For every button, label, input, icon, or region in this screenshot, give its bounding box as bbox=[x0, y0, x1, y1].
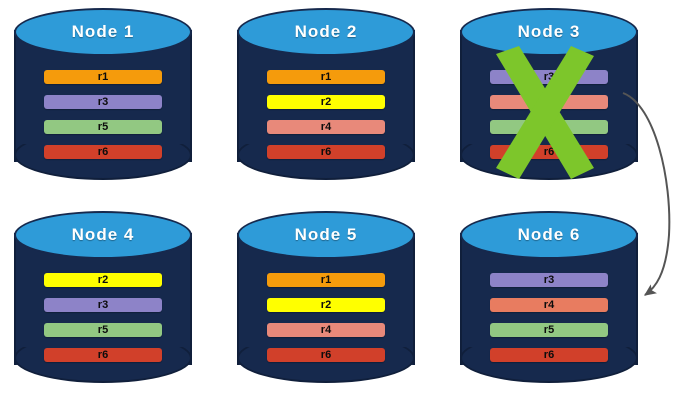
replica-label: r3 bbox=[543, 273, 555, 286]
node-cylinder-1[interactable]: Node 1 r1 r3 r5 r6 bbox=[14, 8, 192, 184]
replica-label: r4 bbox=[543, 298, 555, 311]
replica-label: r3 bbox=[97, 95, 109, 108]
replica-label: r2 bbox=[320, 298, 332, 311]
replica-label: r3 bbox=[543, 70, 555, 83]
node-title: Node 3 bbox=[517, 22, 581, 41]
replica-bar[interactable]: r6 bbox=[267, 145, 385, 159]
node-cylinder-3[interactable]: Node 3 r3 r4 r5 r6 bbox=[460, 8, 638, 184]
replica-bar[interactable]: r1 bbox=[267, 70, 385, 84]
replica-label: r6 bbox=[97, 145, 109, 158]
replica-bar[interactable]: r1 bbox=[267, 273, 385, 287]
replica-bar[interactable]: r5 bbox=[44, 120, 162, 134]
replica-label: r2 bbox=[320, 95, 332, 108]
replica-bar[interactable]: r4 bbox=[490, 298, 608, 312]
node-title: Node 5 bbox=[294, 225, 358, 244]
node-title: Node 1 bbox=[71, 22, 135, 41]
replica-bar[interactable]: r6 bbox=[267, 348, 385, 362]
replica-label: r1 bbox=[320, 70, 332, 83]
cylinder-top: Node 6 bbox=[460, 211, 638, 259]
replica-bar[interactable]: r3 bbox=[44, 298, 162, 312]
replica-list: r1 r3 r5 r6 bbox=[44, 70, 162, 159]
replica-label: r5 bbox=[97, 120, 109, 133]
cylinder-top: Node 3 bbox=[460, 8, 638, 56]
node-title: Node 2 bbox=[294, 22, 358, 41]
node-title: Node 4 bbox=[71, 225, 135, 244]
replica-label: r6 bbox=[320, 145, 332, 158]
replica-label: r4 bbox=[320, 323, 332, 336]
replica-bar[interactable]: r3 bbox=[490, 70, 608, 84]
replica-label: r3 bbox=[97, 298, 109, 311]
replica-bar[interactable]: r6 bbox=[44, 145, 162, 159]
replica-list: r1 r2 r4 r6 bbox=[267, 70, 385, 159]
replica-bar[interactable]: r4 bbox=[267, 120, 385, 134]
cylinder-top: Node 4 bbox=[14, 211, 192, 259]
replica-bar[interactable]: r2 bbox=[44, 273, 162, 287]
node-cylinder-2[interactable]: Node 2 r1 r2 r4 r6 bbox=[237, 8, 415, 184]
replica-label: r6 bbox=[97, 348, 109, 361]
replica-bar[interactable]: r6 bbox=[490, 145, 608, 159]
replica-label: r5 bbox=[543, 120, 555, 133]
replica-bar[interactable]: r5 bbox=[44, 323, 162, 337]
replica-bar[interactable]: r4 bbox=[490, 95, 608, 109]
replica-bar[interactable]: r3 bbox=[44, 95, 162, 109]
replica-label: r6 bbox=[320, 348, 332, 361]
replica-label: r6 bbox=[543, 145, 555, 158]
replica-bar[interactable]: r2 bbox=[267, 95, 385, 109]
replica-bar[interactable]: r1 bbox=[44, 70, 162, 84]
replica-bar[interactable]: r6 bbox=[44, 348, 162, 362]
node-cylinder-4[interactable]: Node 4 r2 r3 r5 r6 bbox=[14, 211, 192, 387]
replica-label: r1 bbox=[97, 70, 109, 83]
node-title: Node 6 bbox=[517, 225, 581, 244]
replica-bar[interactable]: r3 bbox=[490, 273, 608, 287]
replica-bar[interactable]: r2 bbox=[267, 298, 385, 312]
replica-label: r5 bbox=[97, 323, 109, 336]
cylinder-top: Node 1 bbox=[14, 8, 192, 56]
replica-list: r3 r4 r5 r6 bbox=[490, 70, 608, 159]
node-cylinder-5[interactable]: Node 5 r1 r2 r4 r6 bbox=[237, 211, 415, 387]
replica-bar[interactable]: r6 bbox=[490, 348, 608, 362]
replica-bar[interactable]: r4 bbox=[267, 323, 385, 337]
replica-label: r4 bbox=[543, 95, 555, 108]
replica-label: r5 bbox=[543, 323, 555, 336]
replica-label: r2 bbox=[97, 273, 109, 286]
cylinder-top: Node 2 bbox=[237, 8, 415, 56]
node-cylinder-6[interactable]: Node 6 r3 r4 r5 r6 bbox=[460, 211, 638, 387]
replica-list: r1 r2 r4 r6 bbox=[267, 273, 385, 362]
cylinder-top: Node 5 bbox=[237, 211, 415, 259]
replica-label: r6 bbox=[543, 348, 555, 361]
replica-label: r1 bbox=[320, 273, 332, 286]
replica-label: r4 bbox=[320, 120, 332, 133]
replica-bar[interactable]: r5 bbox=[490, 120, 608, 134]
replica-bar[interactable]: r5 bbox=[490, 323, 608, 337]
replica-list: r2 r3 r5 r6 bbox=[44, 273, 162, 362]
replica-list: r3 r4 r5 r6 bbox=[490, 273, 608, 362]
